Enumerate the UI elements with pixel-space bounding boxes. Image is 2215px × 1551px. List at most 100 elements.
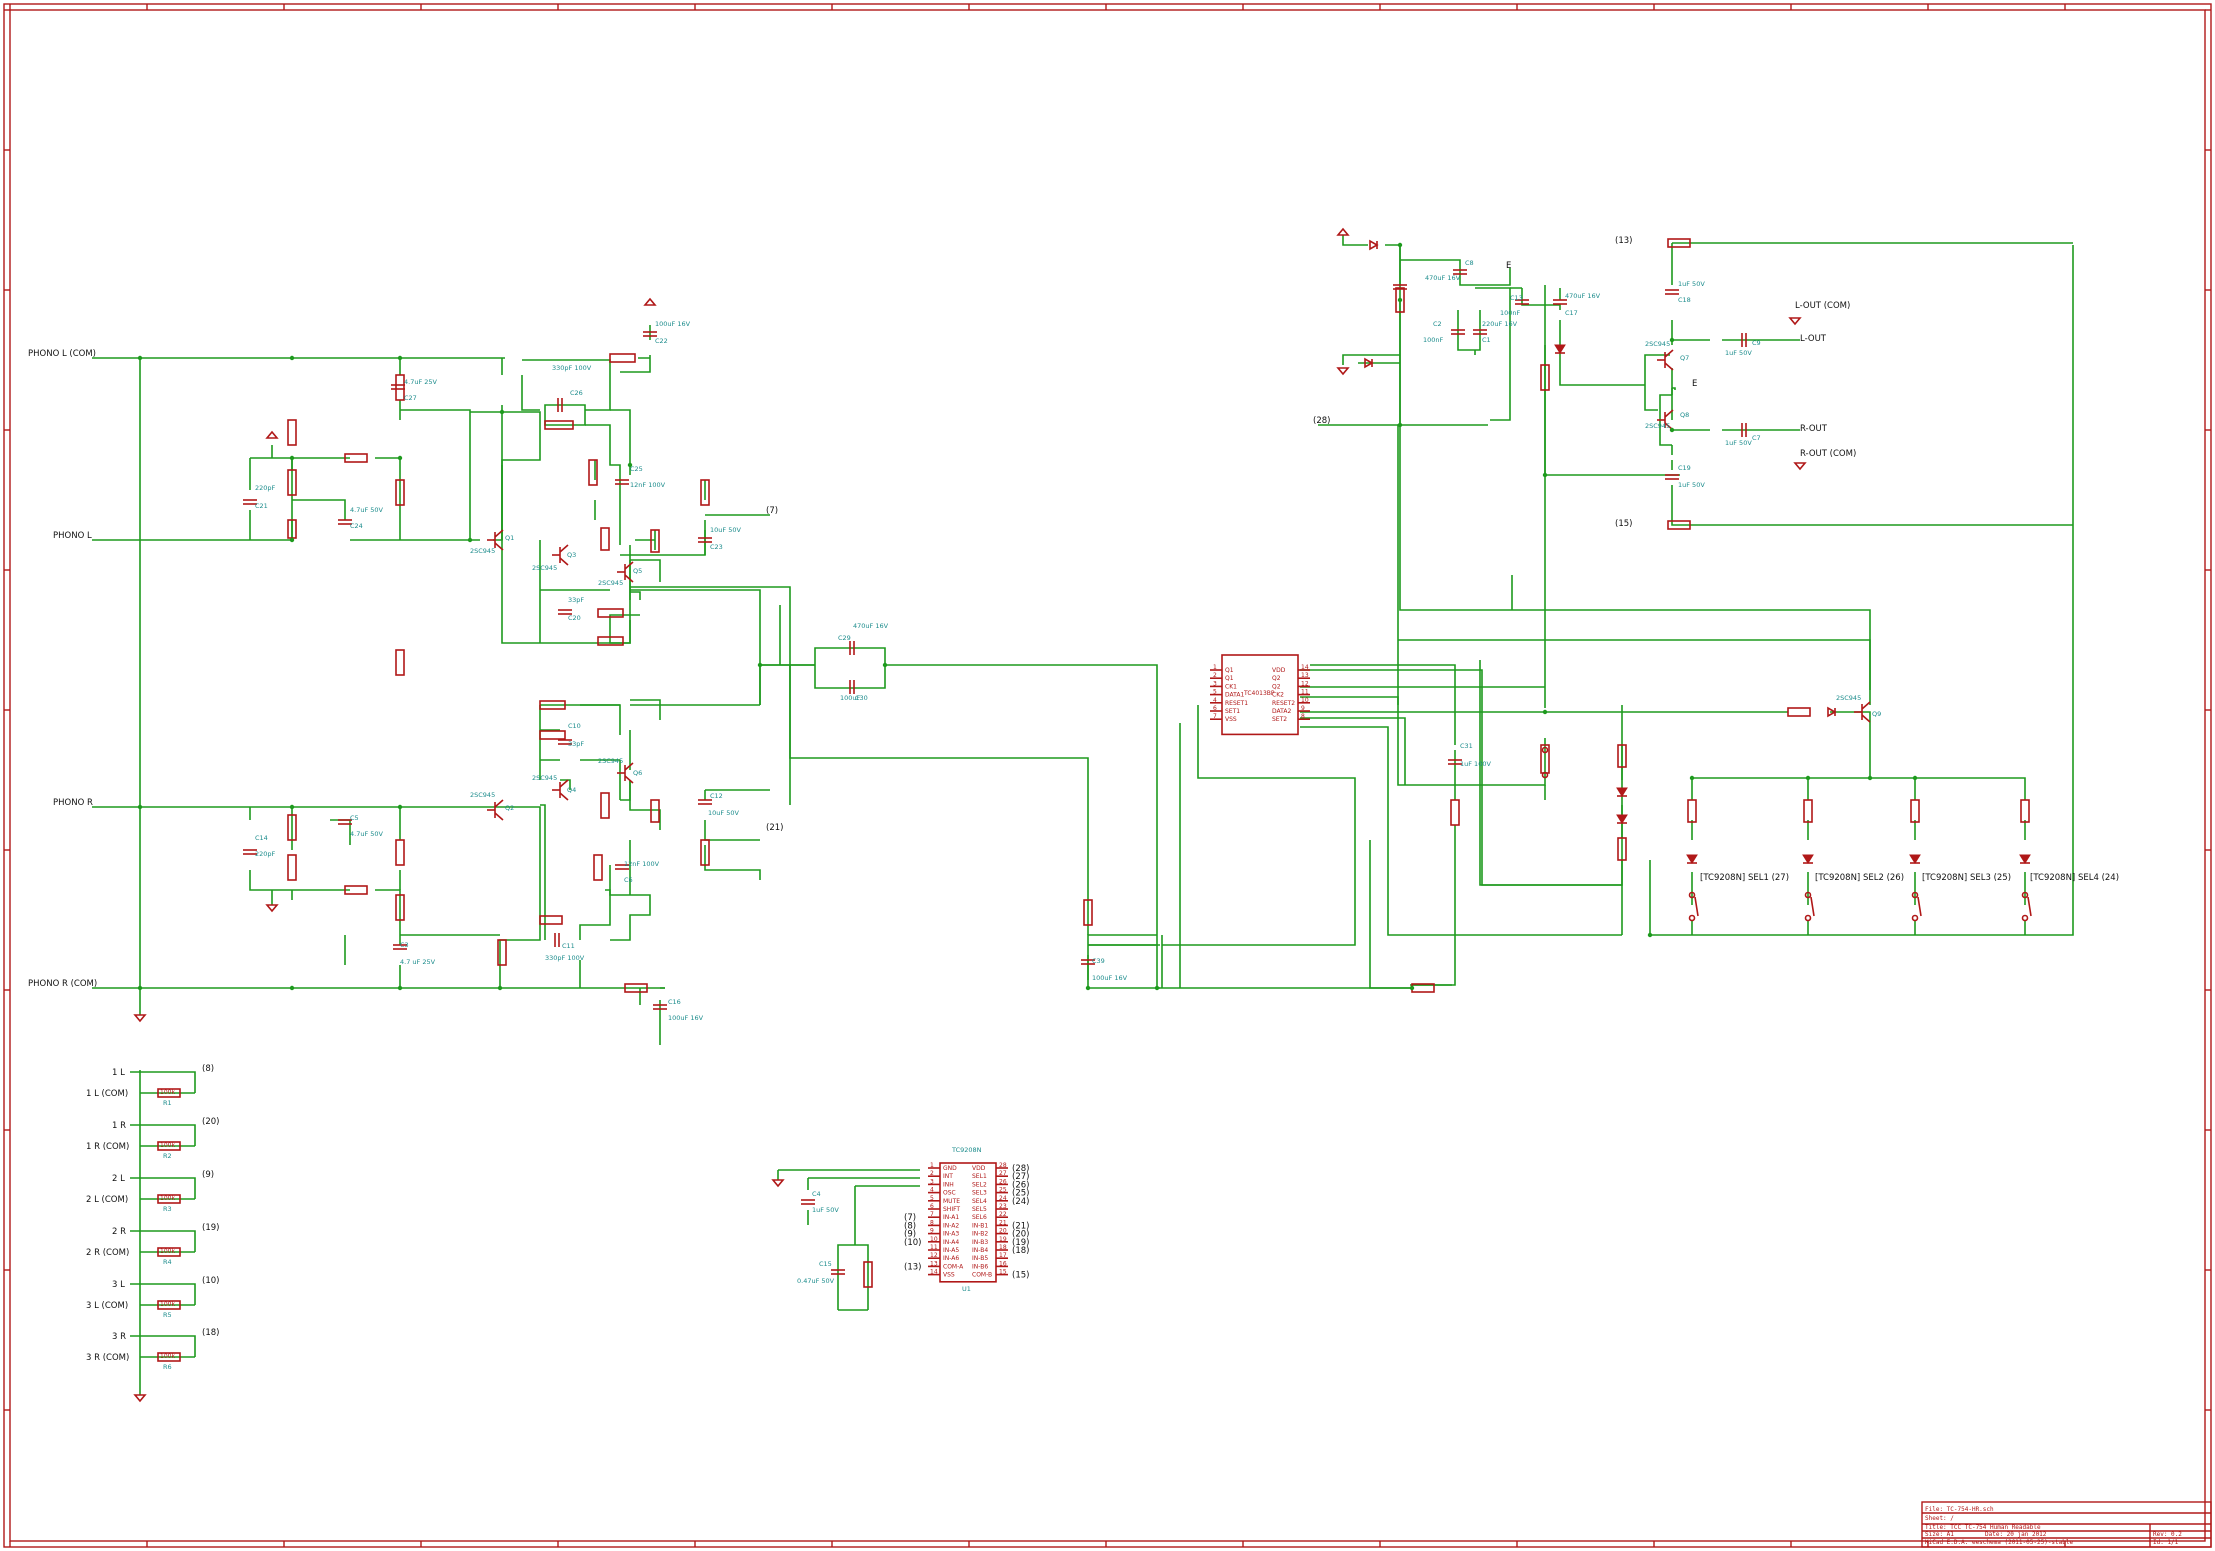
- ic-pin-num: 23: [999, 1203, 1007, 1210]
- ic4013-pin-right: RESET2: [1272, 700, 1295, 707]
- ic4013-pin-num: 5: [1213, 689, 1217, 696]
- border-grid-ticks: [4, 4, 2211, 1547]
- resistor-r4: [157, 1247, 181, 1257]
- capacitor-c13: [1515, 299, 1529, 305]
- ic-pin-right: SEL2: [972, 1181, 987, 1188]
- resistor-r13: [539, 730, 566, 740]
- ic4013-pin-right: Q2: [1272, 675, 1281, 682]
- capacitor-c21: [243, 499, 257, 505]
- tb-size: Size: A1: [1925, 1531, 1954, 1538]
- capacitor-c24: [338, 519, 352, 525]
- net-15: (15): [1615, 519, 1632, 529]
- led-sel4: [2019, 854, 2031, 864]
- resistor-sel2: [1803, 799, 1813, 823]
- c12-ref: C12: [710, 792, 723, 800]
- c19-ref: C19: [1678, 464, 1691, 472]
- ic-pin-num: 21: [999, 1219, 1007, 1226]
- junction-dot: [757, 662, 763, 668]
- input-res-value: 100k: [160, 1142, 175, 1149]
- resistor-r6: [157, 1352, 181, 1362]
- net-r-out-com: R-OUT (COM): [1800, 449, 1856, 459]
- tb-file: File: TC-754-HR.sch: [1925, 1506, 1994, 1513]
- junction-dot: [1542, 709, 1548, 715]
- c30-label: 100uF: [840, 694, 861, 702]
- selector-labels: [TC9208N] SEL1 (27) [TC9208N] SEL2 (26) …: [1700, 873, 2119, 883]
- input-tag: (9): [202, 1170, 214, 1180]
- resistor-r11: [395, 894, 405, 921]
- input-tag: (20): [202, 1117, 219, 1127]
- led-d3: [1616, 787, 1628, 797]
- ic-pin-right: IN-B2: [972, 1231, 988, 1238]
- q1-part: 2SC945: [470, 547, 495, 555]
- ic-pin-left: VSS: [943, 1272, 955, 1279]
- ic-left-tag: (13): [904, 1262, 921, 1272]
- selector-label-1: [TC9208N] SEL1 (27): [1700, 873, 1789, 883]
- c10-ref: C10: [568, 722, 581, 730]
- q9-part: 2SC945: [1836, 694, 1861, 702]
- resistor-r8: [287, 814, 297, 841]
- ic-pin-left: IN-A6: [943, 1255, 959, 1262]
- resistor-r35: [588, 459, 598, 486]
- capacitor-c39: [1081, 959, 1095, 965]
- capacitor-c11: [554, 933, 560, 947]
- transistor-q9: [1854, 701, 1871, 723]
- resistor-r3: [157, 1194, 181, 1204]
- ic-pin-left: GND: [943, 1165, 957, 1172]
- ic-right-tag: (20): [1012, 1230, 1029, 1240]
- ic-pin-right: IN-B6: [972, 1263, 988, 1270]
- c15-label: 0.47uF 50V: [797, 1277, 835, 1285]
- c24-ref: C24: [350, 522, 363, 530]
- c14-ref: C14: [255, 834, 268, 842]
- capacitor-c12: [698, 799, 712, 805]
- c11-ref: C11: [562, 942, 575, 950]
- ic-pin-num: 11: [930, 1244, 938, 1251]
- q4-part: 2SC945: [532, 774, 557, 782]
- q3-ref: Q3: [567, 551, 576, 559]
- input-label: 2 L: [112, 1174, 125, 1184]
- c10-label: 33pF: [568, 740, 584, 748]
- ic4013-pin-left: RESET1: [1225, 700, 1248, 707]
- junction-dot: [289, 985, 295, 991]
- junction-dot: [1647, 932, 1653, 938]
- c8-ref: C8: [1465, 259, 1474, 267]
- resistor-r12: [593, 854, 603, 881]
- junction-dot: [1669, 427, 1675, 433]
- net-21: (21): [766, 823, 783, 833]
- ic-ref: U1: [962, 1285, 971, 1293]
- c22-label: 100uF 16V: [655, 320, 691, 328]
- ic-title: TC9208N: [951, 1146, 982, 1154]
- ic-pin-right: IN-B3: [972, 1239, 988, 1246]
- c15-ref: C15: [819, 1260, 832, 1268]
- ic-pin-num: 27: [999, 1170, 1007, 1177]
- input-com-label: 2 R (COM): [86, 1248, 129, 1258]
- ic4013-pin-num: 11: [1301, 689, 1309, 696]
- c6-ref: C6: [624, 876, 633, 884]
- c9-ref: C9: [1752, 339, 1761, 347]
- transistor-q2: [487, 799, 504, 821]
- net-13: (13): [1615, 236, 1632, 246]
- junction-dot: [289, 355, 295, 361]
- selector-label-2: [TC9208N] SEL2 (26): [1815, 873, 1904, 883]
- ic-left-tag: (7): [904, 1213, 916, 1223]
- ic-pin-right: COM-B: [972, 1272, 992, 1279]
- junction-dot: [1867, 775, 1873, 781]
- c2-label: 100nF: [1423, 336, 1444, 344]
- ic4013-part: TC4013BP: [1243, 690, 1275, 697]
- led-sel1: [1686, 854, 1698, 864]
- net-r-out: R-OUT: [1800, 424, 1828, 434]
- resistor-r5: [157, 1300, 181, 1310]
- ic4013-pin-left: SET1: [1225, 708, 1240, 715]
- transistor-q4: [552, 779, 569, 801]
- ic-pin-num: 10: [930, 1236, 938, 1243]
- c17-label: 470uF 16V: [1565, 292, 1601, 300]
- c13-ref: C13: [1510, 294, 1523, 302]
- resistor-rv2: [1667, 520, 1691, 530]
- ic-left-tag: (10): [904, 1238, 921, 1248]
- ic-right-tag: (21): [1012, 1221, 1029, 1231]
- c11-label: 330pF 100V: [545, 954, 585, 962]
- junction-dot: [137, 355, 143, 361]
- c5-label: 4.7uF 50V: [350, 830, 384, 838]
- resistor-r41: [1395, 287, 1405, 313]
- net-phono-r: PHONO R: [53, 798, 93, 808]
